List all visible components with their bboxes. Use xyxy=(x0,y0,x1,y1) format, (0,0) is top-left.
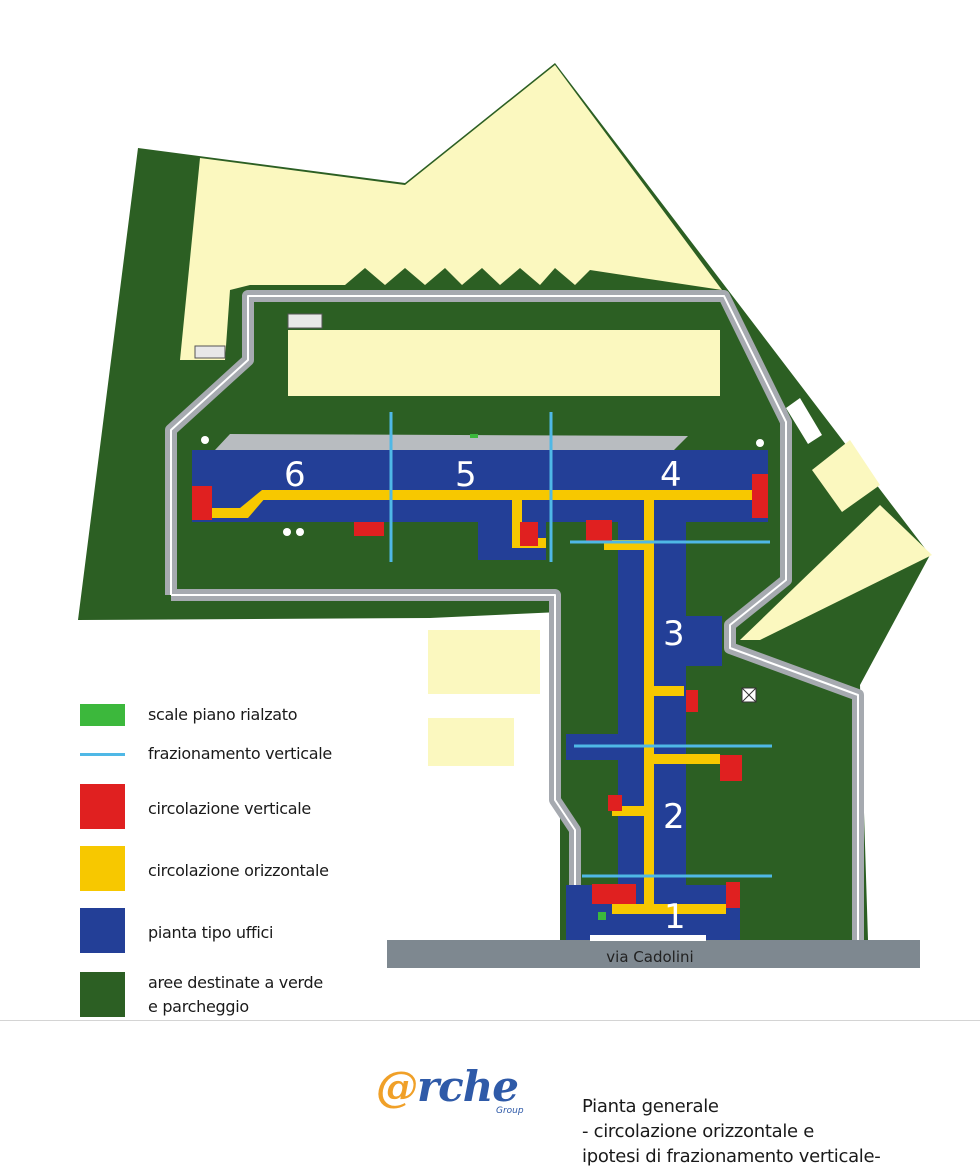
office-wing-annex-3 xyxy=(686,616,722,666)
office-wing-horizontal xyxy=(192,450,768,522)
caption-line-3: ipotesi di frazionamento verticale- xyxy=(582,1146,881,1167)
vertical-circulation xyxy=(192,474,768,908)
legend-swatch-horizontal-circulation xyxy=(80,846,125,891)
unit-label-2: 2 xyxy=(663,797,685,837)
building-icon-nw xyxy=(194,345,226,359)
white-dot-4 xyxy=(296,528,304,536)
unit-label-5: 5 xyxy=(455,455,477,495)
white-dot-2 xyxy=(756,439,764,447)
white-stub-east xyxy=(786,398,822,444)
cream-building-west-2 xyxy=(428,718,514,766)
logo-wordmark: @rche xyxy=(376,1062,519,1111)
logo-subtitle: Group xyxy=(496,1106,524,1116)
green-stair-2 xyxy=(470,434,478,438)
legend-label-green-areas-2: e parcheggio xyxy=(148,997,249,1016)
legend-label-vertical-circulation: circolazione verticale xyxy=(148,799,311,818)
legend-swatch-stairs xyxy=(80,704,125,726)
unit-label-3: 3 xyxy=(663,614,685,654)
caption: Pianta generale - circolazione orizzonta… xyxy=(582,1094,881,1169)
site-plan: 6 5 4 3 2 1 via Cadolini xyxy=(78,63,932,968)
legend-label-stairs: scale piano rialzato xyxy=(148,705,298,724)
street-via-cadolini xyxy=(387,940,920,968)
legend-label-horizontal-circulation: circolazione orizzontale xyxy=(148,861,329,880)
caption-line-2: - circolazione orizzontale e xyxy=(582,1121,815,1142)
cream-area-north xyxy=(180,65,722,360)
legend-swatch-vertical-subdivision xyxy=(80,753,125,756)
legend-swatch-vertical-circulation xyxy=(80,784,125,829)
caption-line-1: Pianta generale xyxy=(582,1096,719,1117)
ring-road-west-centerline xyxy=(171,594,576,940)
green-stair-1 xyxy=(598,912,606,920)
building-icon-north xyxy=(287,313,323,329)
arche-group-logo: @rche Group xyxy=(370,1062,550,1122)
white-dot-1 xyxy=(201,436,209,444)
marker-box-icon xyxy=(741,687,757,703)
legend-label-green-areas: aree destinate a verde xyxy=(148,973,323,992)
cream-building-west-1 xyxy=(428,630,540,694)
gray-slab xyxy=(215,434,688,450)
unit-label-6: 6 xyxy=(284,455,306,495)
horizontal-circulation xyxy=(204,490,758,914)
logo-text: rche xyxy=(417,1062,519,1111)
legend-swatch-green-areas xyxy=(80,972,125,1017)
cream-area-east xyxy=(740,505,932,640)
ring-road-centerline xyxy=(170,295,859,940)
white-dot-3 xyxy=(283,528,291,536)
cream-area-east-small xyxy=(812,440,880,512)
vertical-subdivision-lines xyxy=(389,412,772,878)
legend-label-offices: pianta tipo uffici xyxy=(148,923,274,942)
cream-building-north xyxy=(288,330,720,396)
street-entrance xyxy=(590,935,706,941)
legend-swatch-offices xyxy=(80,908,125,953)
logo-at-symbol: @ xyxy=(376,1062,418,1111)
legend-label-vertical-subdivision: frazionamento verticale xyxy=(148,744,332,763)
unit-label-4: 4 xyxy=(660,455,682,495)
street-label: via Cadolini xyxy=(606,948,693,966)
unit-label-1: 1 xyxy=(664,897,686,937)
footer-divider xyxy=(0,1020,980,1021)
